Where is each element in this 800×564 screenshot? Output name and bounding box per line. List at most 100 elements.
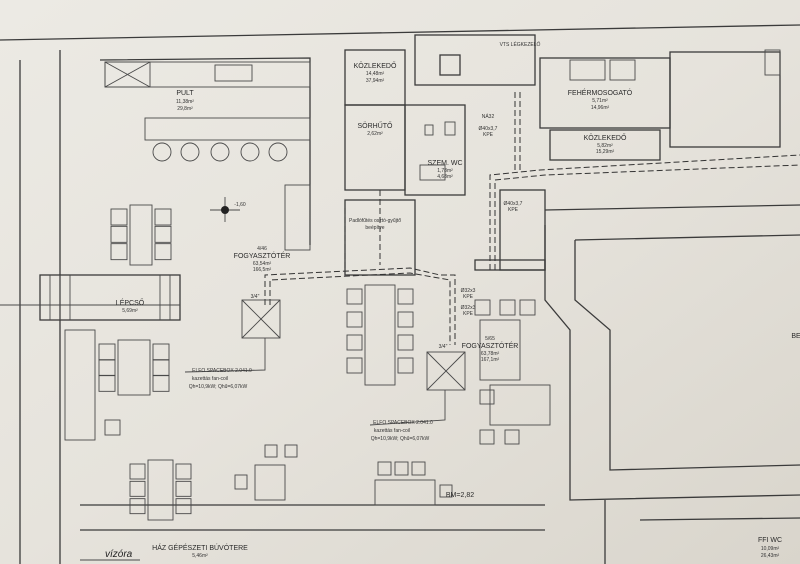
table: [129, 204, 153, 266]
chair: [129, 480, 146, 497]
table: [117, 339, 151, 396]
bar-counter: [104, 61, 311, 251]
room-fehermosogato-area-gross: 14,96m²: [591, 105, 610, 111]
room-pult-name: PULT: [176, 90, 194, 97]
outer-walls: [0, 24, 800, 564]
chair: [499, 299, 516, 316]
room-fogyaszto2-area-gross: 167,1m²: [481, 357, 500, 363]
chair: [346, 334, 363, 351]
pipe-label-4: Ø32x3: [461, 305, 476, 311]
room-fogyaszto1-area: 63,54m²: [253, 261, 272, 267]
table: [374, 479, 436, 506]
room-szem-wc-name: SZEM. WC: [428, 160, 463, 167]
chair: [377, 461, 392, 476]
room-haz-gepeszeti-area: 5,46m²: [192, 553, 208, 559]
chair: [110, 208, 128, 226]
room-fogyaszto2-code: 5/65: [485, 336, 495, 342]
pipe-routes: [264, 90, 800, 345]
chair: [397, 288, 414, 305]
chair: [479, 389, 495, 405]
pipe-size-1: 3/4": [251, 294, 260, 300]
room-lepcso-area: 5,69m²: [122, 308, 138, 314]
floor-heating-label: Padlófűtés osztó-gyűjtő: [349, 218, 401, 224]
room-kozlekedo-name: KÖZLEKEDŐ: [354, 61, 397, 70]
table: [254, 464, 286, 501]
chair: [175, 463, 192, 480]
chair: [346, 288, 363, 305]
table: [489, 384, 551, 426]
fancoil2-type: kazettás fan-coil: [374, 428, 410, 434]
room-haz-gepeszeti-name: HÁZ GÉPÉSZETI BÚVÓTERE: [152, 543, 248, 552]
pipe-size-2: 3/4": [439, 344, 448, 350]
chair: [346, 311, 363, 328]
pipe-label-1: Ø40x3,7: [479, 126, 498, 132]
water-meter-label: vízóra: [105, 549, 133, 560]
chair: [152, 374, 170, 392]
room-ffi-wc-name: FFI WC: [758, 537, 782, 544]
chair: [397, 334, 414, 351]
ceiling-height-label: BM=2,82: [446, 492, 474, 499]
fan-coil-unit-2: [369, 351, 466, 426]
chair: [110, 225, 128, 243]
chair: [346, 357, 363, 374]
chair: [175, 498, 192, 515]
fan-coil-unit-1: [184, 299, 281, 373]
room-fogyaszto2-area: 63,78m²: [481, 351, 500, 357]
chair: [504, 429, 520, 445]
chair: [154, 225, 172, 243]
fancoil2-capacity: Qh=10,9kW; Qhű=6,07kW: [371, 436, 430, 442]
tables-and-chairs: [64, 204, 551, 521]
room-ffi-wc-area-gross: 26,43m²: [761, 553, 780, 559]
room-ffi-wc-area: 10,09m²: [761, 546, 780, 552]
chair: [479, 429, 495, 445]
room-fogyaszto1-name: FOGYASZTÓTÉR: [234, 251, 291, 260]
room-fogyaszto1-code: 4/46: [257, 246, 267, 252]
chair: [284, 444, 298, 458]
room-kozlekedo-area: 14,48m²: [366, 71, 385, 77]
table: [147, 459, 174, 521]
room-szem-wc-area: 1,78m²: [437, 168, 453, 174]
chair: [519, 299, 536, 316]
room-sorhuto-name: SÖRHŰTŐ: [358, 121, 394, 130]
room-sorhuto-area: 2,62m²: [367, 131, 383, 137]
table: [479, 319, 521, 381]
chair: [397, 311, 414, 328]
room-vts-name: VTS LÉGKEZELŐ: [500, 41, 541, 48]
pipe-label-2b: KPE: [508, 207, 519, 213]
room-szem-wc-area-gross: 4,68m²: [437, 174, 453, 180]
pipe-label-na32: NÁ32: [482, 113, 495, 120]
room-fehermosogato-name: FEHÉRMOSOGATÓ: [568, 88, 633, 97]
pipe-label-4b: KPE: [463, 311, 474, 317]
floor-heating-label-2: beépítve: [365, 225, 384, 231]
chair: [474, 299, 491, 316]
service-counter: [64, 329, 96, 441]
pipe-label-3: Ø32x3: [461, 288, 476, 294]
room-kozlekedo2-name: KÖZLEKEDŐ: [584, 133, 627, 142]
chair: [397, 357, 414, 374]
level-marker-icon: [210, 197, 240, 222]
room-kozlekedo2-area: 5,82m²: [597, 143, 613, 149]
edge-label: BE: [791, 333, 800, 340]
chair: [175, 480, 192, 497]
room-fehermosogato-area: 5,71m²: [592, 98, 608, 104]
chair: [104, 419, 121, 436]
fancoil2-model: ELFO SPACEBOX 2.041.0: [373, 420, 433, 426]
pipe-label-3b: KPE: [463, 294, 474, 300]
level-label: -1,60: [234, 202, 246, 208]
chair: [264, 444, 278, 458]
chair: [110, 243, 128, 261]
room-lepcso-name: LÉPCSŐ: [116, 298, 145, 307]
chair: [394, 461, 409, 476]
pipe-label-2: Ø40x3,7: [504, 201, 523, 207]
chair: [154, 243, 172, 261]
room-fogyaszto1-area-gross: 166,5m²: [253, 267, 272, 273]
chair: [129, 463, 146, 480]
table: [364, 284, 396, 386]
pipe-label-1b: KPE: [483, 132, 494, 138]
room-kozlekedo2-area-gross: 15,29m²: [596, 149, 615, 155]
chair: [154, 208, 172, 226]
chair: [98, 374, 116, 392]
chair: [439, 484, 453, 498]
